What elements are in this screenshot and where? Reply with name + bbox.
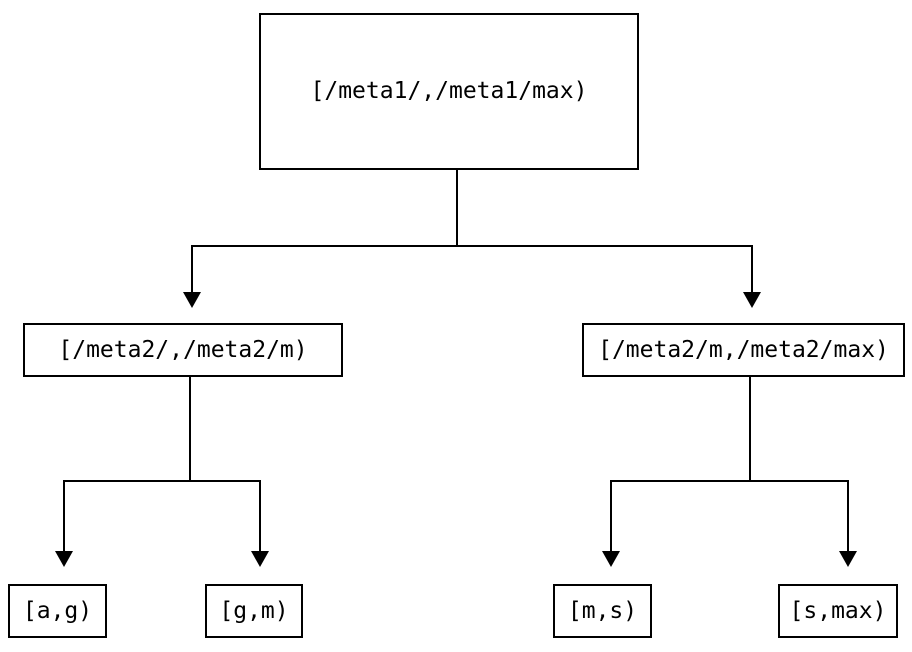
- edge-rightchild-to-leaves: [610, 377, 849, 552]
- edge-root-to-children: [191, 170, 753, 293]
- arrowhead-icon: [183, 292, 201, 308]
- edge-leftchild-to-leaves: [63, 377, 261, 552]
- arrowhead-icon: [251, 551, 269, 567]
- node-left-child-range: [/meta2/,/meta2/m): [23, 323, 343, 377]
- node-leaf-s-max: [s,max): [778, 584, 898, 638]
- arrowhead-icon: [743, 292, 761, 308]
- arrowhead-icon: [55, 551, 73, 567]
- node-root-range: [/meta1/,/meta1/max): [259, 13, 639, 170]
- node-leaf-m-s: [m,s): [553, 584, 652, 638]
- node-right-child-range: [/meta2/m,/meta2/max): [582, 323, 905, 377]
- arrowhead-icon: [839, 551, 857, 567]
- arrowhead-icon: [602, 551, 620, 567]
- node-leaf-a-g: [a,g): [8, 584, 107, 638]
- node-leaf-g-m: [g,m): [205, 584, 303, 638]
